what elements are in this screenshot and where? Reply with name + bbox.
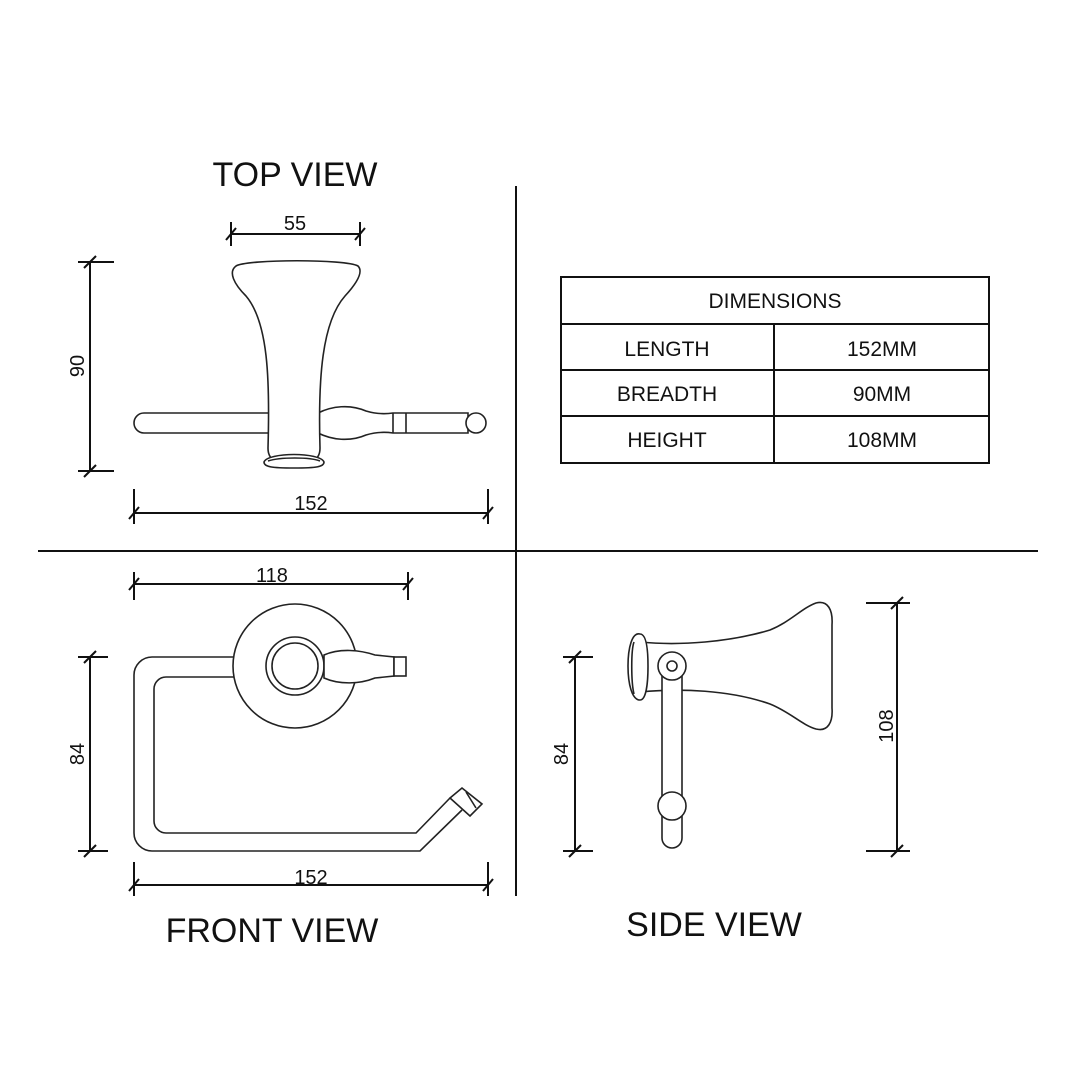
front-rod xyxy=(133,656,484,852)
top-dim-height-label: 90 xyxy=(67,355,89,377)
top-bracket xyxy=(231,259,361,469)
top-rod xyxy=(133,405,487,441)
top-dim-length: 152 xyxy=(128,489,494,524)
side-dim-total-height-label: 108 xyxy=(876,709,898,742)
table-row-breadth-value: 90MM xyxy=(853,383,911,406)
top-dim-width-label: 55 xyxy=(284,213,306,235)
table-row-height-label: HEIGHT xyxy=(627,429,707,452)
top-view: TOP VIEW 55 90 152 xyxy=(67,156,494,524)
front-dim-height: 84 xyxy=(67,650,108,858)
front-dim-span: 118 xyxy=(128,565,414,600)
front-dim-length: 152 xyxy=(128,862,494,896)
table-header: DIMENSIONS xyxy=(708,290,841,313)
top-view-title: TOP VIEW xyxy=(212,156,377,194)
side-view: SIDE VIEW 84 108 xyxy=(551,596,910,944)
front-dim-height-label: 84 xyxy=(67,743,89,765)
front-view: FRONT VIEW 118 84 152 xyxy=(67,565,494,950)
table-row-breadth-label: BREADTH xyxy=(617,383,717,406)
front-flange xyxy=(232,603,407,729)
side-dim-inner-height: 84 xyxy=(551,650,593,858)
top-dim-height: 90 xyxy=(67,255,114,478)
side-dim-total-height: 108 xyxy=(866,596,910,858)
table-row-length-label: LENGTH xyxy=(624,338,709,361)
side-rod xyxy=(657,651,687,849)
side-dim-inner-height-label: 84 xyxy=(551,743,573,765)
table-row-height-value: 108MM xyxy=(847,429,917,452)
front-dim-length-label: 152 xyxy=(294,867,327,889)
side-view-title: SIDE VIEW xyxy=(626,906,802,944)
table-row-length-value: 152MM xyxy=(847,338,917,361)
front-dim-span-label: 118 xyxy=(256,565,288,587)
dimensions-table: DIMENSIONS LENGTH 152MM BREADTH 90MM HEI… xyxy=(560,276,990,464)
top-dim-width: 55 xyxy=(225,213,366,246)
top-dim-length-label: 152 xyxy=(294,493,327,515)
side-bracket xyxy=(627,601,833,731)
front-view-title: FRONT VIEW xyxy=(166,912,379,950)
